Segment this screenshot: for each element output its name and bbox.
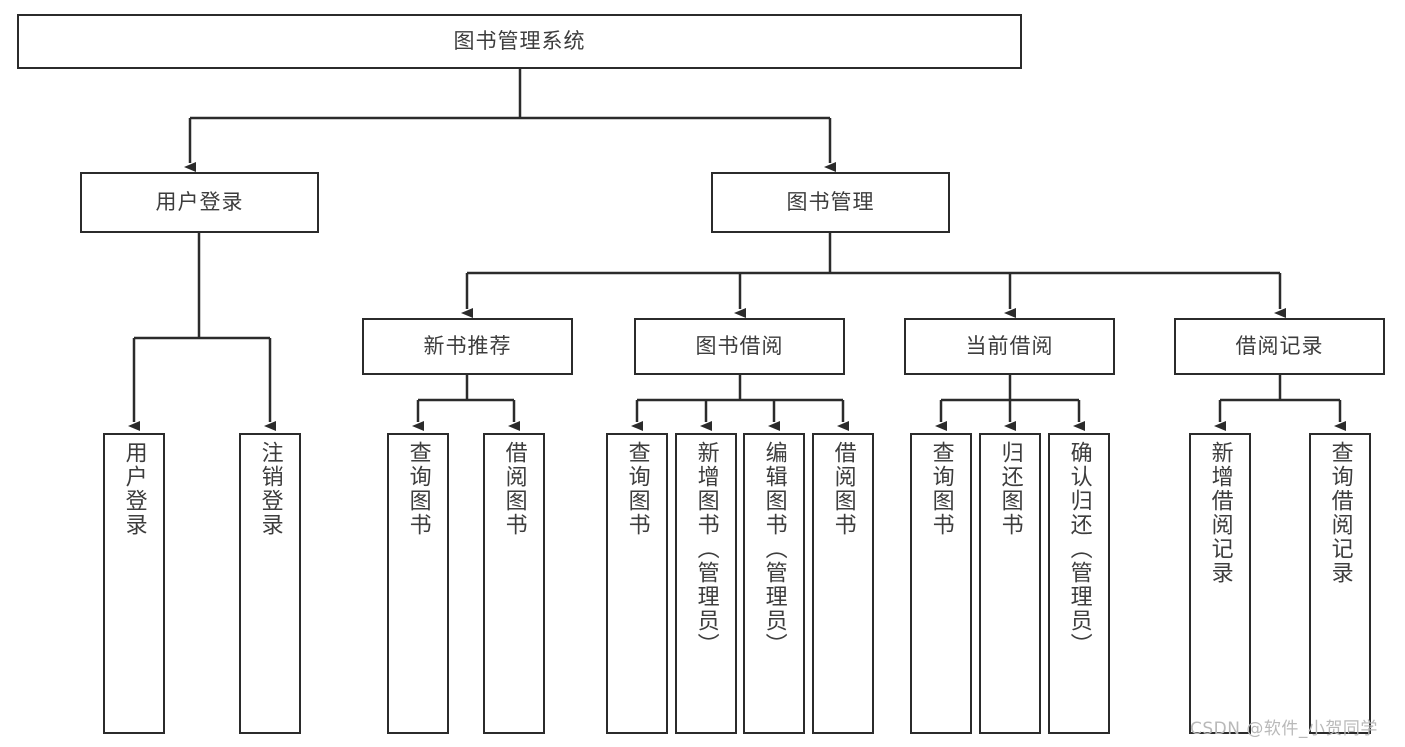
csdn-watermark: CSDN @软件_小贺同学 [1190,719,1378,739]
node-new-book-recommend[interactable]: 新书推荐 [362,318,573,375]
leaf-return-book[interactable]: 归还图书 [979,433,1041,734]
node-label: 查询图书 [928,441,954,537]
leaf-edit-book-admin[interactable]: 编辑图书（管理员） [743,433,805,734]
node-label: 新增图书（管理员） [693,441,719,657]
node-label: 图书管理系统 [453,29,586,54]
node-label: 当前借阅 [965,334,1054,359]
leaf-borrow-book[interactable]: 借阅图书 [812,433,874,734]
node-label: 借阅图书 [501,441,527,537]
node-label: 新增借阅记录 [1207,441,1233,585]
node-root-book-management-system[interactable]: 图书管理系统 [17,14,1022,69]
node-label: 借阅记录 [1235,334,1324,359]
leaf-confirm-return-admin[interactable]: 确认归还（管理员） [1048,433,1110,734]
node-label: 图书借阅 [695,334,784,359]
node-label: 归还图书 [997,441,1023,537]
node-label: 确认归还（管理员） [1066,441,1092,657]
leaf-query-book-borrow[interactable]: 查询图书 [606,433,668,734]
node-label: 新书推荐 [423,334,512,359]
leaf-logout-login[interactable]: 注销登录 [239,433,301,734]
node-label: 用户登录 [121,441,147,537]
leaf-query-book-current[interactable]: 查询图书 [910,433,972,734]
node-borrow-record[interactable]: 借阅记录 [1174,318,1385,375]
node-user-login[interactable]: 用户登录 [80,172,319,233]
node-label: 图书管理 [786,190,875,215]
leaf-add-book-admin[interactable]: 新增图书（管理员） [675,433,737,734]
leaf-add-borrow-record[interactable]: 新增借阅记录 [1189,433,1251,734]
node-label: 借阅图书 [830,441,856,537]
node-label: 查询图书 [405,441,431,537]
node-label: 查询图书 [624,441,650,537]
leaf-query-borrow-record[interactable]: 查询借阅记录 [1309,433,1371,734]
node-label: 查询借阅记录 [1327,441,1353,585]
node-book-management[interactable]: 图书管理 [711,172,950,233]
node-book-borrow[interactable]: 图书借阅 [634,318,845,375]
node-label: 编辑图书（管理员） [761,441,787,657]
leaf-user-login[interactable]: 用户登录 [103,433,165,734]
leaf-query-book-recommend[interactable]: 查询图书 [387,433,449,734]
node-label: 用户登录 [155,190,244,215]
leaf-borrow-book-recommend[interactable]: 借阅图书 [483,433,545,734]
node-current-borrow[interactable]: 当前借阅 [904,318,1115,375]
node-label: 注销登录 [257,441,283,537]
